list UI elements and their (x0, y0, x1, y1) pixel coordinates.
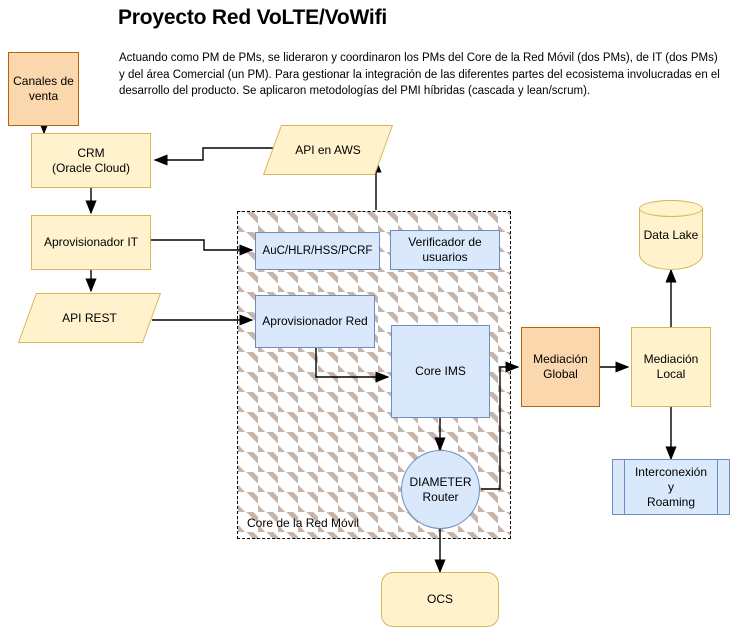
node-label: API REST (62, 311, 117, 325)
node-canales-de-venta[interactable]: Canales de venta (8, 52, 79, 126)
node-label: Aprovisionador IT (43, 235, 139, 249)
node-label: Canales de venta (13, 74, 74, 103)
node-label: Core IMS (415, 364, 466, 378)
node-mediacion-global[interactable]: Mediación Global (521, 327, 600, 407)
node-auc-hlr-hss-pcrf[interactable]: AuC/HLR/HSS/PCRF (255, 232, 380, 270)
edge-apiaws-to-crm (153, 147, 276, 166)
page-title: Proyecto Red VoLTE/VoWifi (118, 6, 387, 29)
node-label-line2: Router (422, 489, 459, 504)
node-label: Data Lake (643, 228, 699, 242)
node-label: Interconexión y Roaming (613, 460, 729, 514)
node-api-rest[interactable]: API REST (17, 293, 162, 343)
node-diameter-router[interactable]: DIAMETER Router (401, 450, 480, 529)
node-label-line1: DIAMETER (409, 474, 472, 489)
node-label-line2: (Oracle Cloud) (51, 160, 131, 175)
node-core-ims[interactable]: Core IMS (391, 325, 490, 418)
node-label-line2: Global (543, 367, 578, 381)
node-aprovisionador-it[interactable]: Aprovisionador IT (31, 215, 151, 270)
node-crm[interactable]: CRM (Oracle Cloud) (31, 133, 151, 188)
node-data-lake[interactable]: Data Lake (639, 200, 703, 270)
node-label: Verificador de usuarios (408, 235, 482, 264)
cylinder-body (639, 208, 703, 270)
node-api-en-aws[interactable]: API en AWS (262, 125, 394, 175)
node-ocs[interactable]: OCS (381, 572, 499, 627)
node-label-line3: Roaming (646, 494, 695, 509)
cylinder-top (639, 200, 703, 217)
node-interconexion-y-roaming[interactable]: Interconexión y Roaming (612, 459, 730, 515)
node-label: AuC/HLR/HSS/PCRF (262, 244, 373, 257)
process-bar-right (717, 460, 718, 514)
project-description: Actuando como PM de PMs, se lideraron y … (119, 52, 720, 98)
node-label-line1: Mediación (643, 352, 699, 366)
node-label-line1: CRM (77, 145, 105, 160)
node-mediacion-local[interactable]: Mediación Local (631, 327, 711, 407)
node-label-line2: Local (656, 367, 686, 381)
node-label: OCS (426, 592, 453, 606)
core-network-group-label: Core de la Red Móvil (247, 516, 360, 530)
node-label-line1: Interconexión (634, 464, 708, 479)
node-aprovisionador-red[interactable]: Aprovisionador Red (255, 295, 375, 348)
node-label-line1: Mediación (533, 352, 588, 366)
node-label-line2: y (667, 479, 674, 494)
node-verificador-de-usuarios[interactable]: Verificador de usuarios (390, 230, 500, 270)
process-bar-left (624, 460, 625, 514)
node-label: API en AWS (295, 143, 361, 157)
node-label: Aprovisionador Red (262, 314, 368, 328)
